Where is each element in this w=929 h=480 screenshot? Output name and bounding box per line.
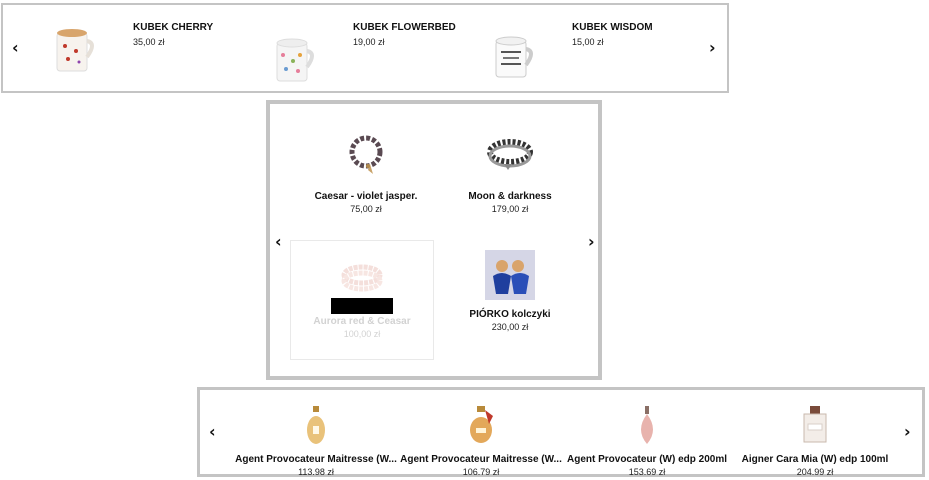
product-name[interactable]: Moon & darkness: [468, 191, 552, 202]
product-price: 179,00 zł: [491, 204, 529, 214]
jewellery-product-card[interactable]: PIÓRKO kolczyki 230,00 zł: [438, 240, 582, 358]
product-name[interactable]: Agent Provocateur (W) edp 200ml: [566, 454, 728, 465]
perfume-product-card[interactable]: Agent Provocateur Maitresse (W... 106.79…: [398, 390, 564, 477]
jewellery-product-card-faded[interactable]: Aurora red & Ceasar 100,00 zł: [290, 240, 434, 360]
mug-product-card[interactable]: KUBEK WISDOM 15,00 zł: [444, 5, 674, 91]
mug-carousel-next-arrow[interactable]: ›: [709, 38, 716, 57]
mug-product-card[interactable]: KUBEK CHERRY 35,00 zł: [3, 5, 233, 91]
perfume-carousel: ‹ Agent Provocateur Maitresse (W... 113.…: [197, 387, 925, 477]
product-name[interactable]: KUBEK CHERRY: [133, 22, 214, 33]
product-name[interactable]: KUBEK WISDOM: [572, 22, 653, 33]
mug-product-card[interactable]: KUBEK FLOWERBED 19,00 zł: [225, 5, 456, 91]
product-price: 153.69 zł: [628, 467, 666, 477]
perfume-product-card[interactable]: Aigner Cara Mia (W) edp 100ml 204.99 zł: [732, 390, 898, 477]
product-price: 106.79 zł: [462, 467, 500, 477]
bracelet-moon-darkness-image[interactable]: [484, 130, 536, 182]
product-name[interactable]: Agent Provocateur Maitresse (W...: [400, 454, 562, 465]
perfume-maitresse-bottle-image[interactable]: [296, 404, 336, 446]
perfume-carousel-next-arrow[interactable]: ›: [904, 422, 911, 441]
product-price: 230,00 zł: [491, 322, 529, 332]
product-price: 204.99 zł: [796, 467, 834, 477]
perfume-product-card[interactable]: Agent Provocateur (W) edp 200ml 153.69 z…: [564, 390, 730, 477]
product-price: 19,00 zł: [353, 37, 385, 47]
earrings-piorko-image[interactable]: [485, 250, 535, 300]
perfume-agent-provocateur-bottle-image[interactable]: [627, 404, 667, 446]
bracelet-aurora-image[interactable]: [336, 251, 388, 303]
product-name[interactable]: Aurora red & Ceasar: [313, 316, 411, 327]
product-price: 113.98 zł: [298, 467, 334, 477]
product-name[interactable]: Aigner Cara Mia (W) edp 100ml: [741, 454, 889, 465]
perfume-product-card[interactable]: Agent Provocateur Maitresse (W... 113.98…: [233, 390, 399, 477]
perfume-aigner-cara-mia-bottle-image[interactable]: [795, 404, 835, 446]
bracelet-caesar-image[interactable]: [340, 130, 392, 182]
mug-wisdom-image[interactable]: [488, 31, 542, 91]
jewellery-carousel-next-arrow[interactable]: ›: [588, 232, 595, 251]
perfume-carousel-prev-arrow[interactable]: ‹: [209, 422, 216, 441]
mug-carousel: ‹ KUBEK CHERRY 35,00 zł KUBEK FLOWERBED …: [1, 3, 729, 93]
jewellery-product-card[interactable]: Caesar - violet jasper. 75,00 zł: [294, 120, 438, 238]
product-name[interactable]: Caesar - violet jasper.: [314, 191, 418, 202]
redaction-bar: [331, 298, 393, 314]
product-price: 35,00 zł: [133, 37, 165, 47]
product-price: 15,00 zł: [572, 37, 604, 47]
mug-cherry-image[interactable]: [49, 21, 103, 81]
product-price: 75,00 zł: [350, 204, 382, 214]
mug-carousel-prev-arrow[interactable]: ‹: [12, 38, 19, 57]
jewellery-product-card[interactable]: Moon & darkness 179,00 zł: [438, 120, 582, 238]
jewellery-carousel: ‹ Caesar - violet jasper. 75,00 zł Moon …: [266, 100, 602, 380]
product-name[interactable]: PIÓRKO kolczyki: [469, 309, 551, 320]
mug-flowerbed-image[interactable]: [269, 35, 323, 95]
product-name[interactable]: Agent Provocateur Maitresse (W...: [235, 454, 397, 465]
product-name[interactable]: KUBEK FLOWERBED: [353, 22, 456, 33]
jewellery-carousel-prev-arrow[interactable]: ‹: [275, 232, 282, 251]
product-price: 100,00 zł: [343, 329, 381, 339]
perfume-maitresse-set-image[interactable]: [461, 404, 501, 446]
